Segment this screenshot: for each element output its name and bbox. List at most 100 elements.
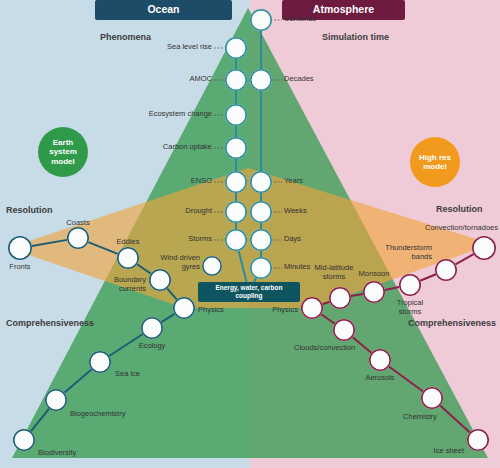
node-label: Sea level rise xyxy=(150,43,212,52)
node-label: ENSO xyxy=(150,177,212,186)
resolution-circle: Fronts xyxy=(8,236,32,260)
node-title: Ocean xyxy=(95,0,232,20)
node-label: Weeks xyxy=(284,207,344,216)
connector-line xyxy=(385,287,399,290)
connector-line xyxy=(31,409,49,432)
node-title: Energy, water, carbon coupling xyxy=(198,282,300,302)
time-circle: Days xyxy=(250,229,272,251)
axis-label: Phenomena xyxy=(100,32,151,43)
comprehensiveness-circle: Chemistry xyxy=(421,387,443,409)
leader-line xyxy=(214,80,224,81)
node-label: Carbon uptake xyxy=(130,143,212,152)
connector-line xyxy=(167,288,177,299)
phenomenon-circle: Ecosystem change xyxy=(225,104,247,126)
leader-line xyxy=(274,212,282,213)
resolution-circle: Coasts xyxy=(67,227,89,249)
node-label: Sea ice xyxy=(115,370,155,379)
node-label: Aerosols xyxy=(360,374,400,383)
node-title: High res model xyxy=(410,137,460,187)
leader-line xyxy=(214,148,224,149)
node-label: Fronts xyxy=(0,263,40,272)
model-circle: Earth system model xyxy=(38,127,88,177)
leader-line xyxy=(274,20,282,21)
node-label: Chemistry xyxy=(395,413,445,422)
leader-line xyxy=(274,182,282,183)
time-circle: Years xyxy=(250,171,272,193)
leader-line xyxy=(274,240,282,241)
connector-line xyxy=(260,193,262,201)
comprehensiveness-circle: Sea ice xyxy=(89,351,111,373)
leader-line xyxy=(274,268,282,269)
leader-line xyxy=(274,80,282,81)
node-label: Biodiversity xyxy=(38,449,98,458)
phenomenon-circle: Drought xyxy=(225,201,247,223)
connector-line xyxy=(420,274,436,281)
time-circle: Minutes xyxy=(250,257,272,279)
connector-line xyxy=(321,314,335,324)
node-label: Decades xyxy=(284,75,344,84)
node-label: Tropical storms xyxy=(385,299,435,316)
phenomenon-circle: Wind driven gyres xyxy=(202,256,222,276)
node-title: Earth system model xyxy=(38,127,88,177)
resolution-circle: Eddies xyxy=(117,247,139,269)
leader-lines xyxy=(214,20,282,268)
resolution-circle: Convection/tornadoes xyxy=(472,236,496,260)
resolution-circle: Boundary currents xyxy=(149,269,171,291)
phenomenon-circle: Carbon uptake xyxy=(225,137,247,159)
axis-label: Simulation time xyxy=(322,32,389,43)
node-label: Eddies xyxy=(108,238,148,247)
connector-line xyxy=(352,337,371,353)
time-circle: Decades xyxy=(250,69,272,91)
connector-line xyxy=(161,314,174,322)
connector-line xyxy=(239,251,247,282)
connector-line xyxy=(235,91,237,104)
connector-line xyxy=(137,264,151,274)
connector-line xyxy=(235,193,237,201)
node-label: Ice sheet xyxy=(420,447,464,456)
node-label: Monsoon xyxy=(356,270,392,279)
phenomenon-circle: AMOC xyxy=(225,69,247,91)
connector-line xyxy=(440,405,470,432)
connector-line xyxy=(235,159,237,171)
connector-line xyxy=(235,126,237,137)
connector-line xyxy=(260,91,262,171)
connector-line xyxy=(32,240,67,246)
comprehensiveness-circle: Physics xyxy=(301,297,323,319)
node-label: Mid-latitude storms xyxy=(312,264,356,281)
comprehensiveness-circle: Biodiversity xyxy=(13,429,35,451)
connector-line xyxy=(88,242,118,254)
connector-line xyxy=(351,294,363,296)
header-tab: Ocean xyxy=(95,0,232,20)
comprehensiveness-circle: Ice sheet xyxy=(467,429,489,451)
axis-label: Resolution xyxy=(6,205,53,216)
time-circle: Weeks xyxy=(250,201,272,223)
connector-line xyxy=(235,59,237,69)
leader-line xyxy=(214,48,224,49)
model-circle: High res model xyxy=(410,137,460,187)
node-label: Physics xyxy=(262,306,298,315)
resolution-circle: Mid-latitude storms xyxy=(329,287,351,309)
leader-line xyxy=(214,240,224,241)
node-label: Boundary currents xyxy=(96,276,146,293)
high-res-region xyxy=(8,168,492,308)
time-circle: Centuries xyxy=(250,9,272,31)
connector-line xyxy=(109,334,143,356)
node-label: Ecosystem change xyxy=(130,110,212,119)
comprehensiveness-circle: Ecology xyxy=(141,317,163,339)
node-label: Coasts xyxy=(58,219,98,228)
comprehensiveness-circle: Biogeochemistry xyxy=(45,389,67,411)
node-label: Drought xyxy=(150,207,212,216)
axis-label: Resolution xyxy=(436,204,483,215)
leader-line xyxy=(214,115,224,116)
node-label: Years xyxy=(284,177,344,186)
comprehensiveness-circle: Clouds/convection xyxy=(333,319,355,341)
comprehensiveness-circle: Physics xyxy=(173,297,195,319)
phenomenon-circle: Storms xyxy=(225,229,247,251)
node-label: Physics xyxy=(198,306,238,315)
connector-line xyxy=(64,369,91,393)
axis-label: Comprehensiveness xyxy=(6,318,94,329)
comprehensiveness-circle: Aerosols xyxy=(369,349,391,371)
leader-line xyxy=(214,212,224,213)
